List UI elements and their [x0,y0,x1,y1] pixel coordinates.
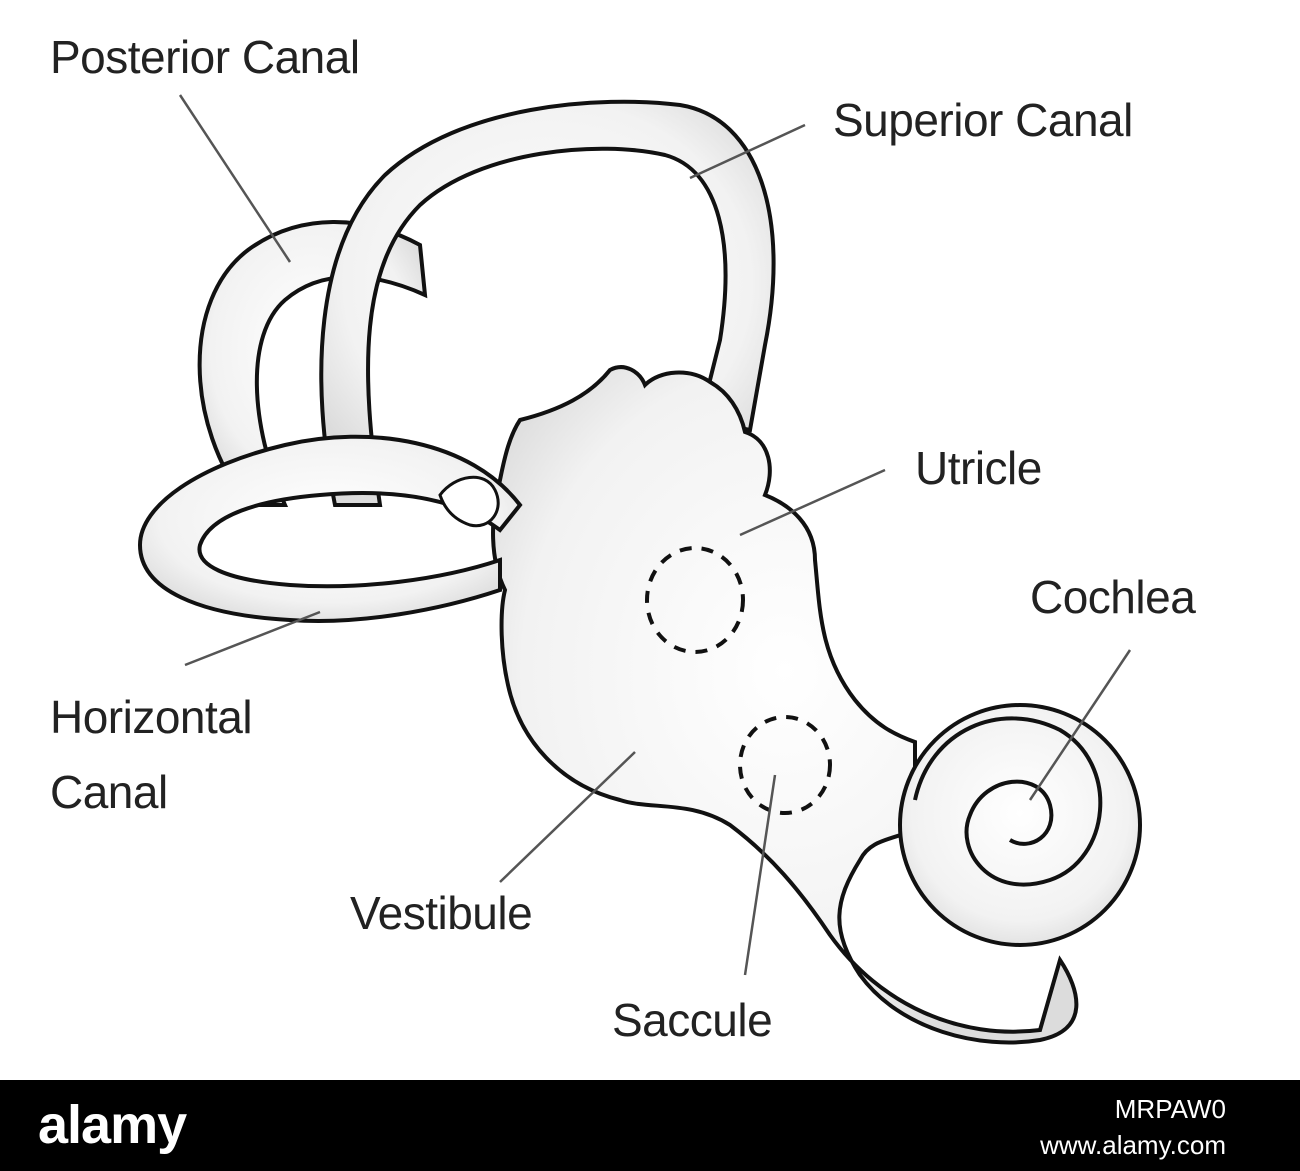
cochlea-shape [898,703,1142,947]
leader-posterior-canal [178,94,292,263]
watermark-bar: alamy MRPAW0 www.alamy.com [0,1080,1300,1171]
cochlea-spiral [913,716,1103,887]
label-horizontal-canal-line1: Horizontal [50,691,253,743]
leader-superior-canal [689,123,806,180]
leader-vestibule [499,751,636,883]
label-vestibule: Vestibule [350,887,533,939]
label-saccule: Saccule [612,994,773,1046]
alamy-logo: alamy [38,1095,187,1155]
label-posterior-canal: Posterior Canal [50,31,360,83]
leader-cochlea [1028,649,1132,801]
leader-utricle [739,468,886,537]
leader-horizontal-canal [184,610,321,667]
saccule-marker [738,715,832,815]
label-utricle: Utricle [915,442,1042,494]
inner-ear-diagram [137,94,1142,1045]
utricle-marker [645,546,745,654]
alamy-url: www.alamy.com [1040,1130,1226,1160]
vestibule-shape [491,365,1079,1045]
label-superior-canal: Superior Canal [833,94,1133,146]
leader-saccule [743,774,777,976]
ampulla-detail [438,475,500,528]
label-cochlea: Cochlea [1030,571,1196,623]
image-id: MRPAW0 [1114,1094,1226,1124]
horizontal-canal-shape [137,434,523,623]
posterior-canal-shape [197,220,428,507]
label-horizontal-canal-line2: Canal [50,766,168,818]
